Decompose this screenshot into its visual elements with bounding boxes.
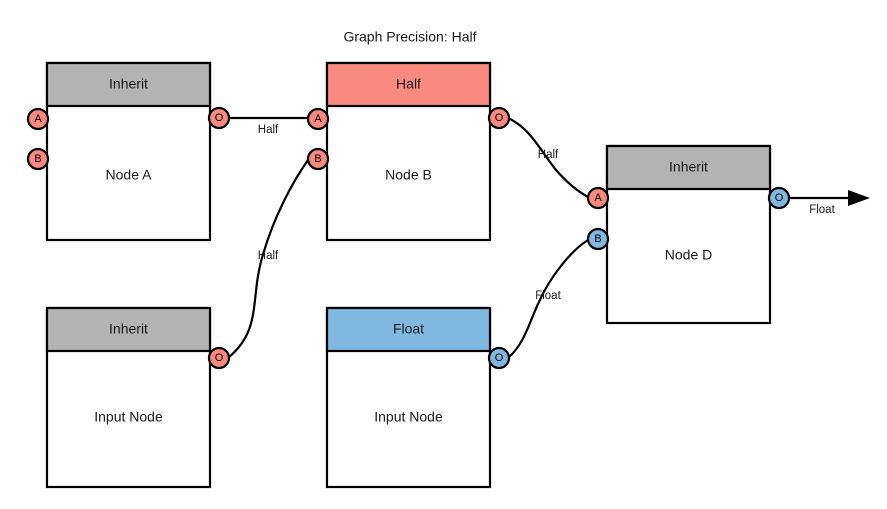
node-input-node-middle-header-label: Float (393, 321, 424, 337)
node-input-node-middle[interactable]: Float Input Node O (325, 306, 511, 489)
node-node-d[interactable]: Inherit Node D A B O (586, 144, 791, 325)
node-node-d-port-in-A-label: A (594, 192, 602, 204)
node-node-d-header-label: Inherit (669, 159, 708, 175)
node-input-node-left-port-out-O-label: O (215, 352, 224, 364)
edge-b-to-d: Half (507, 116, 591, 199)
node-input-node-middle-port-out-O-label: O (495, 352, 504, 364)
node-input-node-middle-body-label: Input Node (374, 409, 443, 425)
edge-d-output: Float (788, 190, 870, 216)
node-node-b-port-in-B[interactable]: B (306, 147, 330, 171)
node-node-d-port-out-O-circle[interactable] (767, 186, 791, 210)
node-node-b-header[interactable] (325, 61, 492, 108)
node-input-node-left[interactable]: Inherit Input Node O (45, 306, 231, 489)
edge-inputmid-to-d-path (507, 239, 589, 359)
edge-d-output-label: Float (809, 204, 835, 216)
node-node-b-port-out-O[interactable]: O (487, 106, 511, 130)
node-node-d-port-in-A[interactable]: A (586, 186, 610, 210)
node-node-a-port-in-A-label: A (34, 113, 42, 125)
node-node-b-port-in-B-label: B (314, 153, 321, 165)
node-node-b-body-label: Node B (385, 167, 432, 183)
node-input-node-left-port-out-O-circle[interactable] (207, 346, 231, 370)
node-node-d-port-in-B-circle[interactable] (586, 227, 610, 251)
node-node-d-header[interactable] (605, 144, 772, 191)
node-node-a-port-in-B[interactable]: B (26, 147, 50, 171)
node-node-a-port-in-A-circle[interactable] (26, 107, 50, 131)
edge-a-to-b: Half (228, 116, 308, 136)
node-node-a-port-in-A[interactable]: A (26, 107, 50, 131)
edge-inputleft-to-b-path (227, 159, 309, 359)
edge-inputleft-to-b-label: Half (258, 250, 279, 262)
node-input-node-left-body-label: Input Node (94, 409, 163, 425)
output-arrow-head (848, 190, 870, 206)
node-node-a-port-in-B-label: B (34, 153, 41, 165)
edge-b-to-d-label: Half (538, 149, 559, 161)
node-node-b-header-label: Half (396, 76, 421, 92)
node-node-d-port-out-O[interactable]: O (767, 186, 791, 210)
node-node-a-header-label: Inherit (109, 76, 148, 92)
node-node-b-port-out-O-label: O (495, 112, 504, 124)
node-node-d-body-label: Node D (665, 247, 712, 263)
node-input-node-left-port-out-O[interactable]: O (207, 346, 231, 370)
node-input-node-middle-header[interactable] (325, 306, 492, 353)
node-node-a-body-label: Node A (106, 167, 153, 183)
node-node-d-port-in-A-circle[interactable] (586, 186, 610, 210)
node-node-b-port-in-A[interactable]: A (306, 107, 330, 131)
node-input-node-left-header[interactable] (45, 306, 212, 353)
page-title: Graph Precision: Half (343, 29, 476, 45)
node-node-a[interactable]: Inherit Node A A B O (26, 61, 231, 242)
node-input-node-left-header-label: Inherit (109, 321, 148, 337)
edge-inputleft-to-b: Half (227, 159, 309, 359)
edge-inputmid-to-d: Float (507, 239, 589, 359)
edge-b-to-d-path (507, 116, 591, 199)
node-node-a-port-in-B-circle[interactable] (26, 147, 50, 171)
edge-a-to-b-label: Half (258, 124, 279, 136)
node-input-node-middle-port-out-O-circle[interactable] (487, 346, 511, 370)
node-node-a-port-out-O[interactable]: O (207, 106, 231, 130)
node-node-d-port-in-B[interactable]: B (586, 227, 610, 251)
edge-inputmid-to-d-label: Float (535, 290, 561, 302)
node-node-d-port-out-O-label: O (775, 192, 784, 204)
node-node-a-header[interactable] (45, 61, 212, 108)
node-node-b[interactable]: Half Node B A B O (306, 61, 511, 242)
node-node-b-port-in-A-label: A (314, 113, 322, 125)
node-input-node-middle-port-out-O[interactable]: O (487, 346, 511, 370)
node-node-b-port-out-O-circle[interactable] (487, 106, 511, 130)
node-node-b-port-in-A-circle[interactable] (306, 107, 330, 131)
node-node-d-port-in-B-label: B (594, 233, 601, 245)
node-node-b-port-in-B-circle[interactable] (306, 147, 330, 171)
node-node-a-port-out-O-label: O (215, 112, 224, 124)
node-node-a-port-out-O-circle[interactable] (207, 106, 231, 130)
